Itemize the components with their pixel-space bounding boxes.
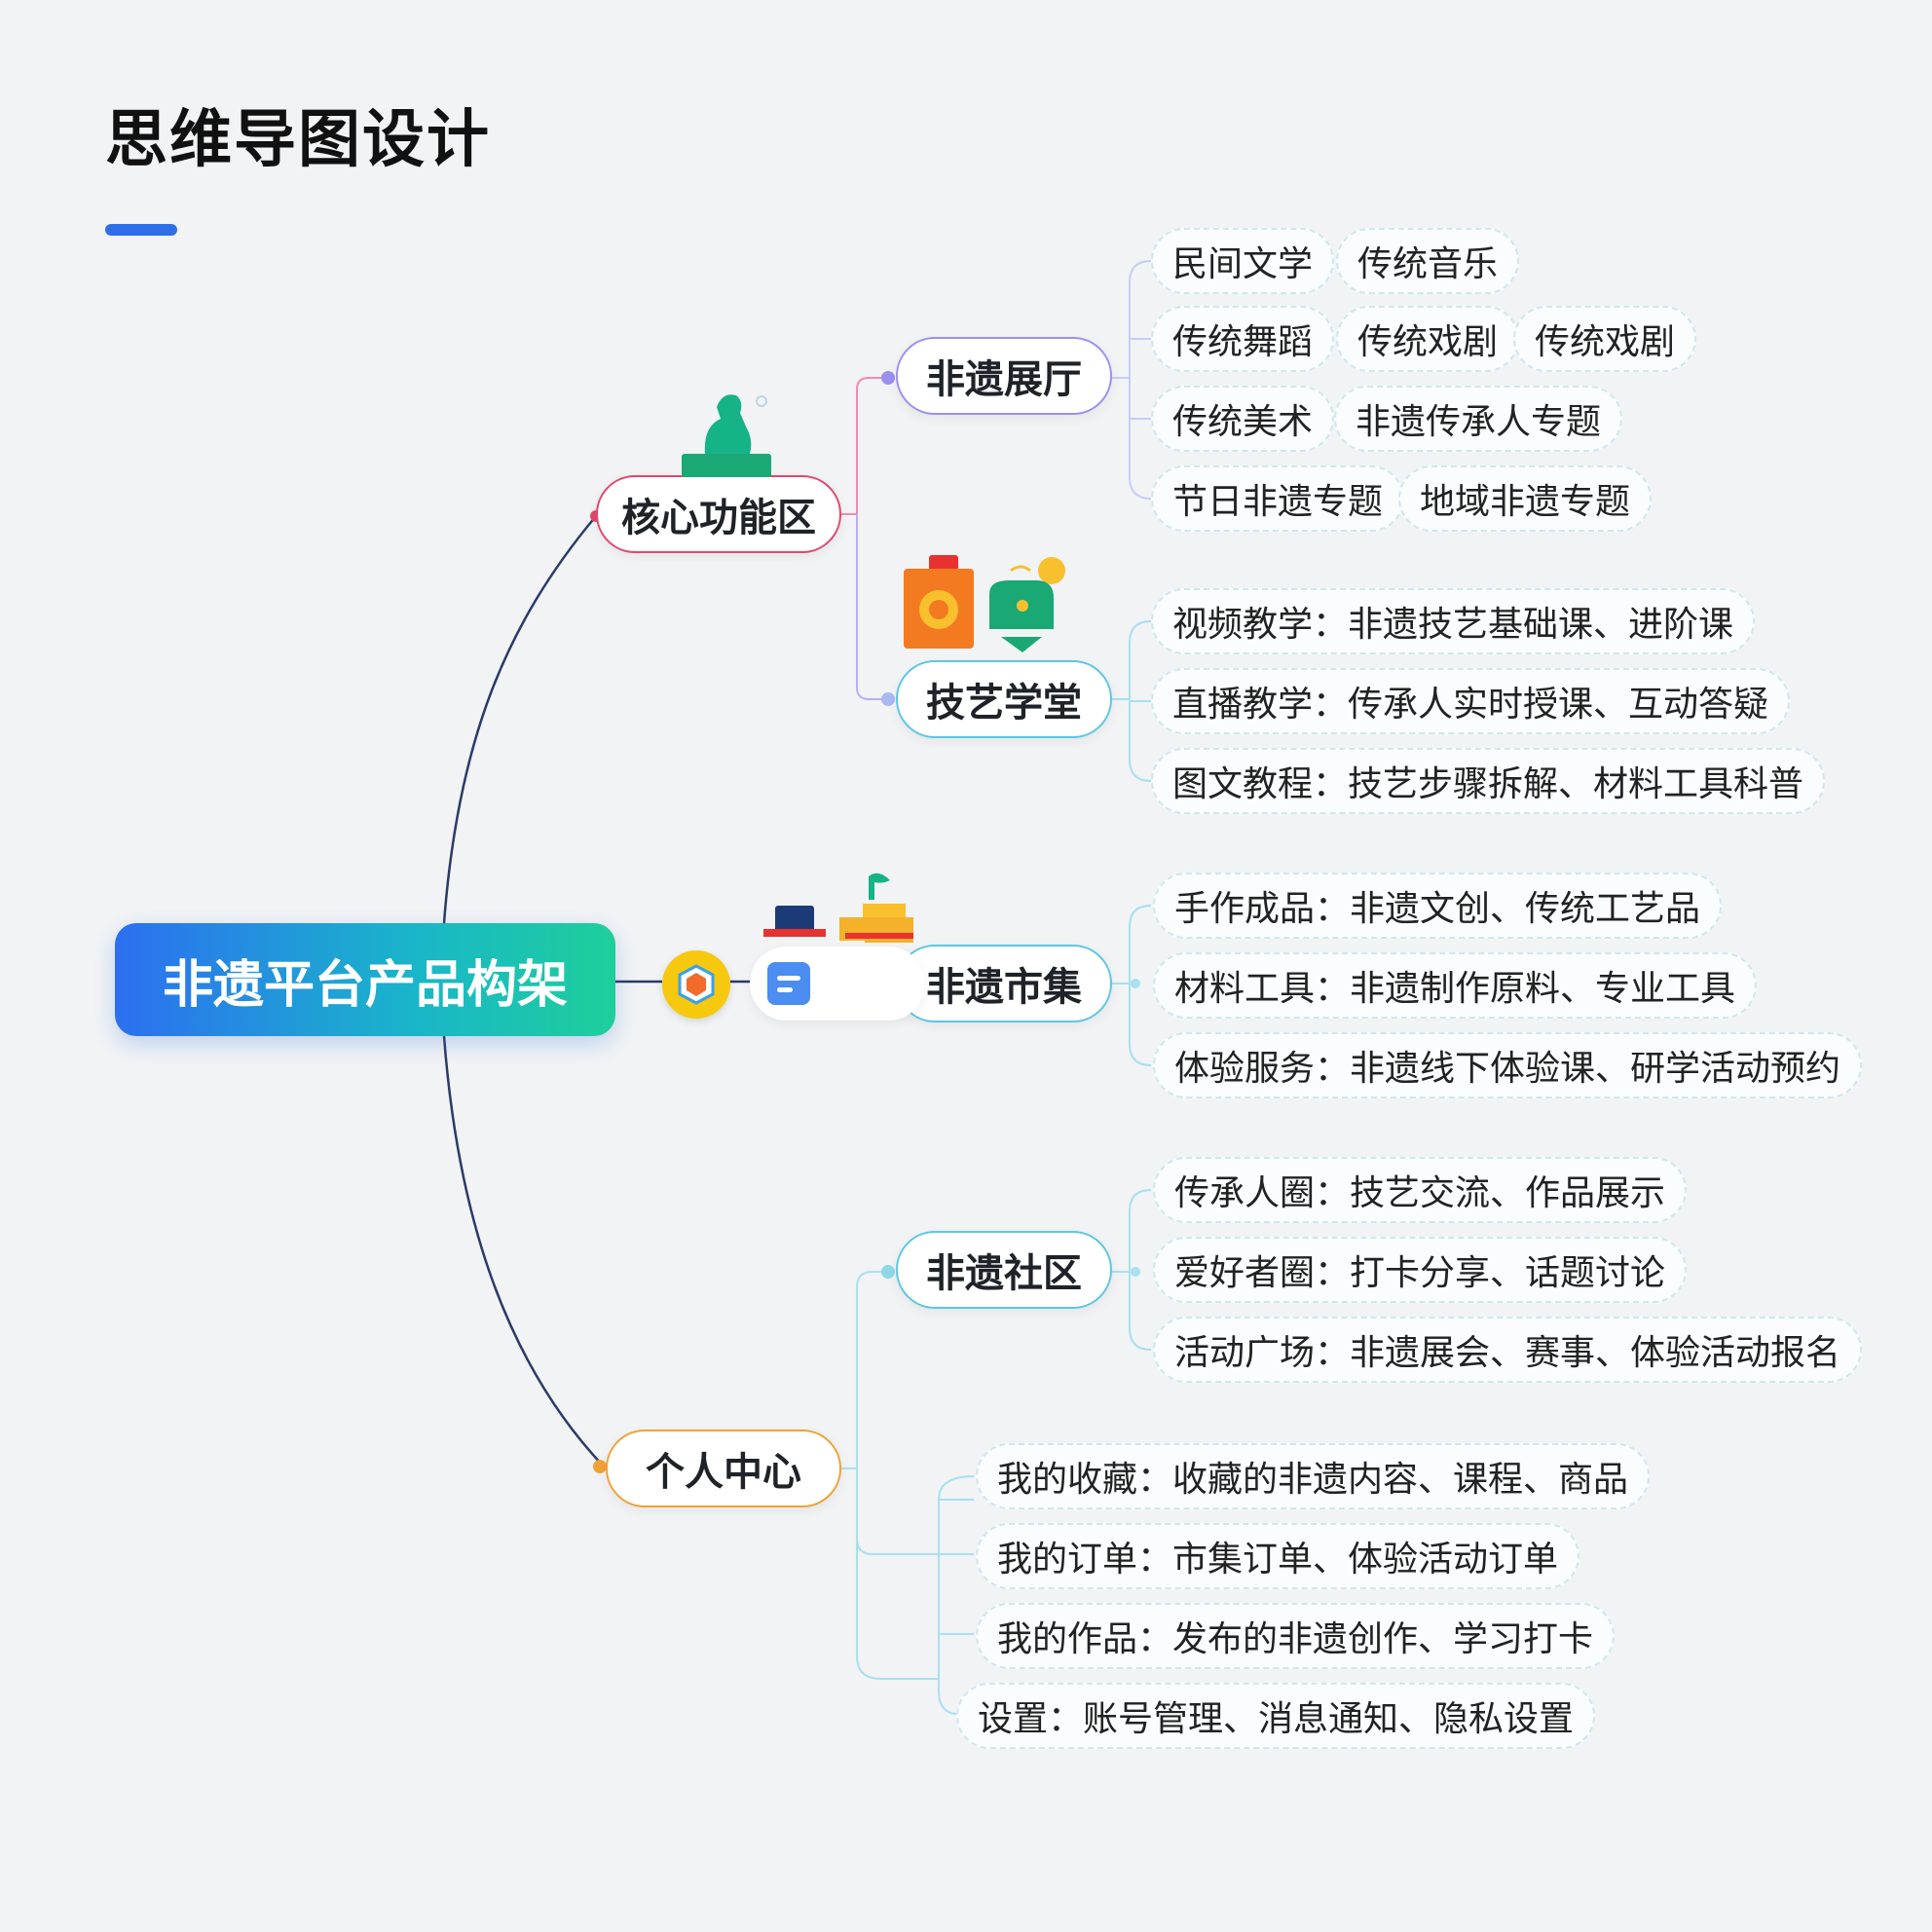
hexagon-badge-icon xyxy=(662,950,730,1019)
personal-item[interactable]: 我的订单：市集订单、体验活动订单 xyxy=(976,1523,1580,1589)
personal-item[interactable]: 设置：账号管理、消息通知、隐私设置 xyxy=(956,1683,1596,1749)
hall-item[interactable]: 传统戏剧 xyxy=(1513,306,1697,372)
academy-label: 技艺学堂 xyxy=(926,681,1082,725)
hall-item[interactable]: 传统戏剧 xyxy=(1336,306,1520,372)
hall-item[interactable]: 非遗传承人专题 xyxy=(1334,386,1623,452)
market-item[interactable]: 材料工具：非遗制作原料、专业工具 xyxy=(1153,952,1758,1019)
academy-item[interactable]: 直播教学：传承人实时授课、互动答疑 xyxy=(1151,668,1791,734)
figurine-icon xyxy=(682,394,771,477)
hall-item[interactable]: 节日非遗专题 xyxy=(1151,465,1405,532)
market-item[interactable]: 体验服务：非遗线下体验课、研学活动预约 xyxy=(1153,1032,1863,1098)
root-node[interactable]: 非遗平台产品构架 xyxy=(115,923,615,1036)
market-stall-icon xyxy=(763,873,913,943)
personal-item[interactable]: 我的作品：发布的非遗创作、学习打卡 xyxy=(976,1603,1616,1669)
community-item[interactable]: 活动广场：非遗展会、赛事、体验活动报名 xyxy=(1153,1317,1863,1383)
node-community[interactable]: 非遗社区 xyxy=(896,1231,1112,1309)
academy-item[interactable]: 图文教程：技艺步骤拆解、材料工具科普 xyxy=(1151,748,1826,814)
community-item[interactable]: 传承人圈：技艺交流、作品展示 xyxy=(1153,1157,1688,1223)
node-academy[interactable]: 技艺学堂 xyxy=(896,660,1112,738)
hall-item[interactable]: 传统音乐 xyxy=(1336,228,1520,294)
document-icon xyxy=(767,962,810,1005)
node-core[interactable]: 核心功能区 xyxy=(596,475,841,553)
node-hall[interactable]: 非遗展厅 xyxy=(896,337,1112,415)
page-title: 思维导图设计 xyxy=(105,104,491,176)
hall-item[interactable]: 地域非遗专题 xyxy=(1398,465,1653,532)
market-item[interactable]: 手作成品：非遗文创、传统工艺品 xyxy=(1153,873,1723,939)
root-label: 非遗平台产品构架 xyxy=(162,955,568,1015)
document-chip xyxy=(750,947,925,1021)
personal-item[interactable]: 我的收藏：收藏的非遗内容、课程、商品 xyxy=(976,1443,1651,1509)
hall-label: 非遗展厅 xyxy=(926,357,1082,402)
node-personal[interactable]: 个人中心 xyxy=(606,1430,841,1507)
node-market[interactable]: 非遗市集 xyxy=(896,945,1112,1022)
community-label: 非遗社区 xyxy=(926,1251,1082,1296)
market-label: 非遗市集 xyxy=(926,965,1082,1010)
title-accent-bar xyxy=(105,224,177,236)
personal-label: 个人中心 xyxy=(646,1450,801,1495)
academy-item[interactable]: 视频教学：非遗技艺基础课、进阶课 xyxy=(1151,588,1756,654)
hall-item[interactable]: 传统美术 xyxy=(1151,386,1335,452)
hall-item[interactable]: 传统舞蹈 xyxy=(1151,306,1335,372)
camera-chat-icon xyxy=(904,555,1065,652)
community-item[interactable]: 爱好者圈：打卡分享、话题讨论 xyxy=(1153,1237,1688,1303)
core-label: 核心功能区 xyxy=(621,496,816,540)
hall-item[interactable]: 民间文学 xyxy=(1151,228,1335,294)
